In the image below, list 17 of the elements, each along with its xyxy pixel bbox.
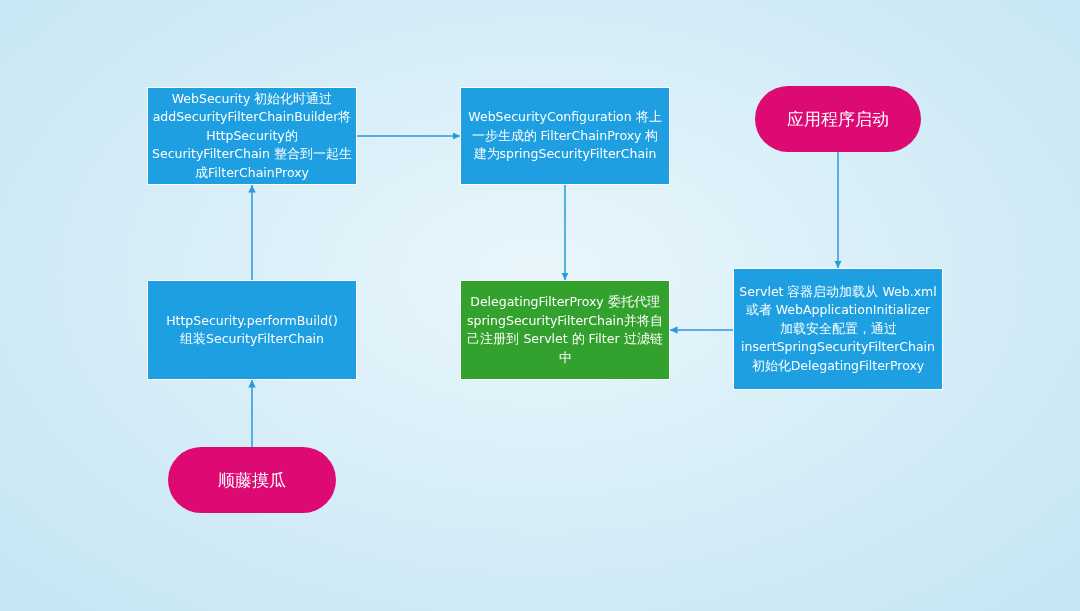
node-text: HttpSecurity.performBuild() 组装SecurityFilterChain — [165, 311, 339, 348]
arrow — [356, 132, 461, 140]
process-box — [733, 268, 943, 390]
node-text: WebSecurityConfiguration 将上一步生成的 FilterChainProxy 构建为springSecurityFilterChain — [467, 108, 663, 164]
node-text: 应用程序启动 — [787, 107, 889, 131]
node-text: DelegatingFilterProxy 委托代理springSecurityFilterChain并将自己注册到 Servlet 的 Filter 过滤链中 — [466, 293, 664, 367]
arrow — [248, 379, 256, 448]
process-box — [460, 87, 670, 185]
arrow — [669, 326, 734, 334]
node-text: 顺藤摸瓜 — [218, 468, 286, 492]
process-box — [147, 280, 357, 380]
node-text: Servlet 容器启动加载从 Web.xml 或者 WebApplicationInitializer 加载安全配置，通过insertSpringSecurityFilterChain初始化DelegatingFilterProxy — [739, 282, 937, 375]
arrow — [248, 184, 256, 281]
arrow — [561, 184, 569, 281]
process-box — [460, 280, 670, 380]
arrow — [834, 151, 842, 269]
node-text: WebSecurity 初始化时通过addSecurityFilterChainBuilder将HttpSecurity的SecurityFilterChain 整合到一起生成FilterChainProxy — [152, 89, 352, 182]
